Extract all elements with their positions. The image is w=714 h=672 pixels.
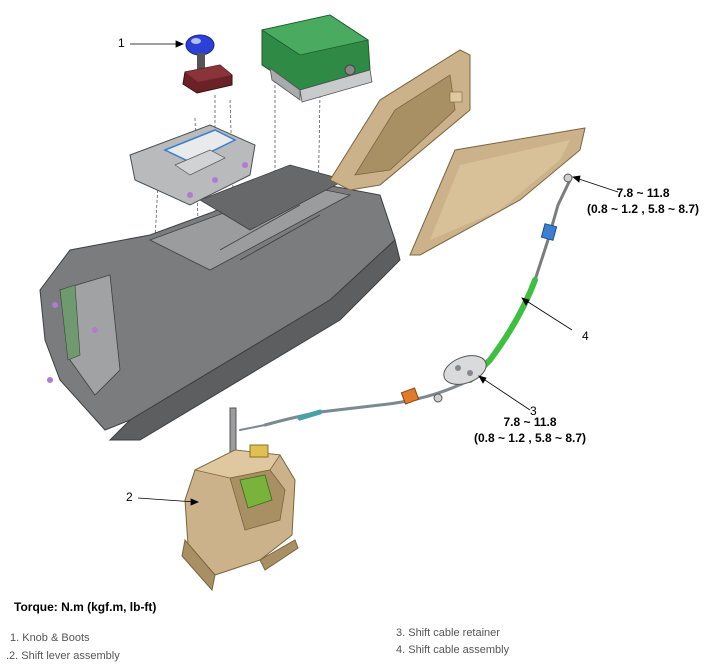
center-console	[39, 164, 401, 441]
console-side-trim-lower	[409, 127, 586, 256]
torque-unit-title: Torque: N.m (kgf.m, lb-ft)	[14, 600, 157, 614]
torque-spec-top-nm: 7.8 ~ 11.8	[616, 186, 670, 200]
shift-lever-assembly	[181, 407, 299, 592]
torque-spec-top-alt: (0.8 ~ 1.2 , 5.8 ~ 8.7)	[586, 202, 700, 216]
console-upper-cover	[129, 124, 256, 206]
shift-cable-retainer	[433, 355, 487, 403]
leader-lines	[130, 40, 619, 506]
torque-spec-top: 7.8 ~ 11.8 (0.8 ~ 1.2 , 5.8 ~ 8.7)	[578, 185, 708, 217]
callout-2: 2	[126, 490, 133, 504]
torque-spec-retainer-alt: (0.8 ~ 1.2 , 5.8 ~ 8.7)	[473, 431, 587, 445]
legend-item-1: 1. Knob & Boots	[10, 632, 90, 644]
callout-3: 3	[530, 404, 537, 418]
shift-cable-assembly	[239, 173, 573, 431]
legend-item-2: .2. Shift lever assembly	[6, 650, 120, 662]
torque-spec-retainer-nm: 7.8 ~ 11.8	[503, 415, 557, 429]
callout-4: 4	[582, 329, 589, 343]
console-side-trim-upper	[329, 49, 471, 191]
callout-1: 1	[118, 36, 125, 50]
shift-knob-and-boots	[182, 34, 233, 94]
legend-item-4: 4. Shift cable assembly	[396, 644, 510, 656]
legend-item-3: 3. Shift cable retainer	[396, 627, 500, 639]
console-electronic-module	[260, 14, 373, 103]
exploded-view-diagram	[39, 14, 619, 592]
torque-spec-retainer: 7.8 ~ 11.8 (0.8 ~ 1.2 , 5.8 ~ 8.7)	[460, 414, 600, 446]
